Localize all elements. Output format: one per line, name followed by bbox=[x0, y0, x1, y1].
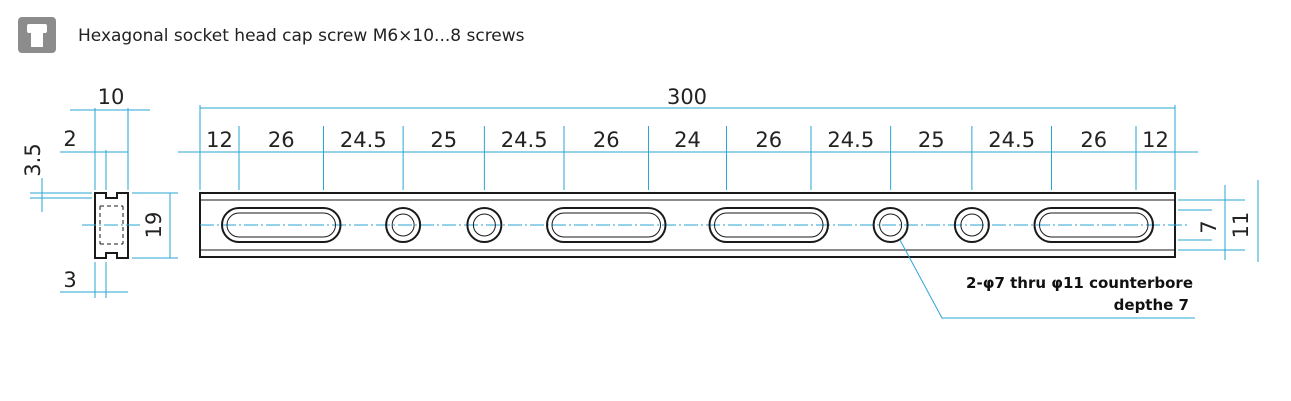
dim-slot-height: 7 bbox=[1197, 220, 1221, 233]
dim-overall-length: 300 bbox=[667, 85, 707, 109]
dim-segment: 12 bbox=[206, 128, 233, 152]
counterbore-hole bbox=[385, 207, 422, 243]
counterbore-note-line1: 2-φ7 thru φ11 counterbore bbox=[966, 274, 1193, 292]
side-view: 10 2 3.5 19 3 bbox=[21, 85, 178, 298]
slot-outer bbox=[708, 207, 829, 243]
dim-segment: 25 bbox=[430, 128, 457, 152]
thru-hole bbox=[960, 213, 984, 237]
slot-inner bbox=[714, 212, 824, 238]
thru-hole bbox=[472, 213, 496, 237]
dim-segment: 26 bbox=[755, 128, 782, 152]
counterbore-hole bbox=[953, 207, 990, 243]
slot-outer bbox=[221, 207, 342, 243]
thru-hole bbox=[391, 213, 415, 237]
dim-segment: 24 bbox=[674, 128, 701, 152]
dim-segment: 26 bbox=[268, 128, 295, 152]
dim-side-height: 19 bbox=[142, 212, 166, 239]
segment-dimension-chain: 12 26 24.5 25 24.5 26 24 26 24.5 25 24.5 26 12 bbox=[178, 126, 1198, 190]
counterbore-hole bbox=[466, 207, 503, 243]
dim-segment: 24.5 bbox=[340, 128, 387, 152]
dim-rail-height: 11 bbox=[1229, 212, 1253, 239]
dim-segment: 24.5 bbox=[827, 128, 874, 152]
dim-segment: 26 bbox=[593, 128, 620, 152]
slot-outer bbox=[1033, 207, 1154, 243]
front-view: 300 12 26 24.5 25 24.5 26 24 26 24.5 25 24.5 26 12 7… bbox=[178, 85, 1259, 319]
front-features bbox=[221, 207, 1154, 243]
screw-caption: Hexagonal socket head cap screw M6×10...… bbox=[78, 26, 525, 46]
thru-hole bbox=[879, 213, 903, 237]
slot-inner bbox=[226, 212, 336, 238]
dim-segment: 25 bbox=[918, 128, 945, 152]
slot-outer bbox=[546, 207, 667, 243]
dim-side-width: 10 bbox=[98, 85, 125, 109]
dim-side-top-depth: 3.5 bbox=[21, 143, 45, 176]
dim-segment: 24.5 bbox=[501, 128, 548, 152]
dim-segment: 26 bbox=[1080, 128, 1107, 152]
slot-inner bbox=[551, 212, 661, 238]
counterbore-hole bbox=[872, 207, 909, 243]
slot-inner bbox=[1039, 212, 1149, 238]
dim-side-bottom-width: 3 bbox=[63, 268, 76, 292]
dim-segment: 24.5 bbox=[988, 128, 1035, 152]
dim-segment: 12 bbox=[1142, 128, 1169, 152]
counterbore-note-line2: depthe 7 bbox=[1114, 296, 1189, 314]
socket-screw-icon bbox=[18, 17, 56, 53]
dim-side-top-width: 2 bbox=[63, 127, 76, 151]
